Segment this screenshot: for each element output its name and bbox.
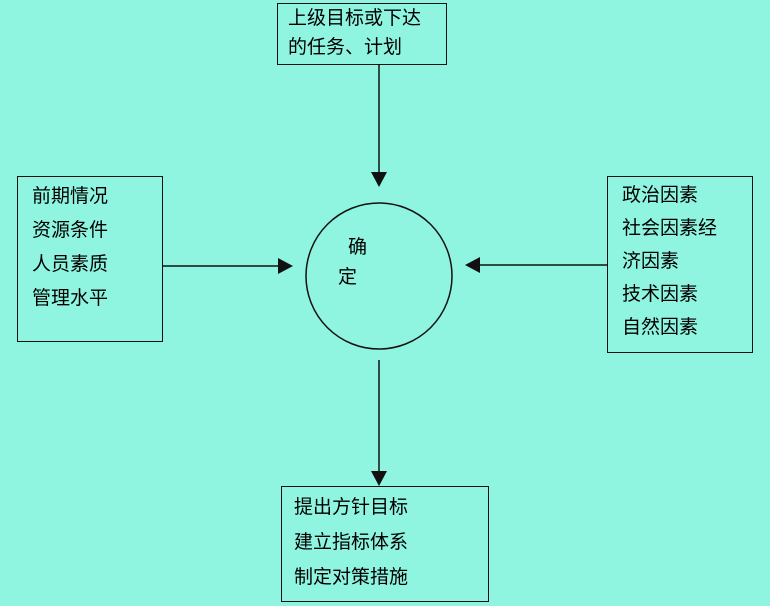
arrow-top-head [371,172,387,187]
arrow-left-head [278,258,293,274]
top-box-line: 的任务、计划 [288,36,403,58]
bottom-box-line: 建立指标体系 [294,531,409,553]
left-input-box: 前期情况 资源条件 人员素质 管理水平 [17,176,163,342]
center-label-line: 确 [348,236,368,258]
arrow-bottom-head [371,471,387,486]
right-box-line: 自然因素 [622,316,699,338]
bottom-box-line: 提出方针目标 [294,496,409,518]
right-box-line: 技术因素 [622,283,699,305]
bottom-box-line: 制定对策措施 [294,566,409,588]
left-box-line: 管理水平 [32,287,109,309]
center-circle [305,202,453,350]
right-input-box: 政治因素 社会因素经 济因素 技术因素 自然因素 [607,176,753,353]
right-box-line: 政治因素 [622,184,699,206]
bottom-output-box: 提出方针目标 建立指标体系 制定对策措施 [281,486,489,602]
right-box-line: 社会因素经 [622,217,718,239]
center-label: 确 定 [334,232,374,292]
top-box-line: 上级目标或下达 [288,7,422,29]
center-label-line: 定 [338,266,358,288]
left-box-line: 前期情况 [32,185,109,207]
top-input-box: 上级目标或下达 的任务、计划 [277,3,447,65]
left-box-line: 资源条件 [32,219,109,241]
right-box-line: 济因素 [622,250,680,272]
left-box-line: 人员素质 [32,253,109,275]
arrow-right-head [465,257,480,273]
